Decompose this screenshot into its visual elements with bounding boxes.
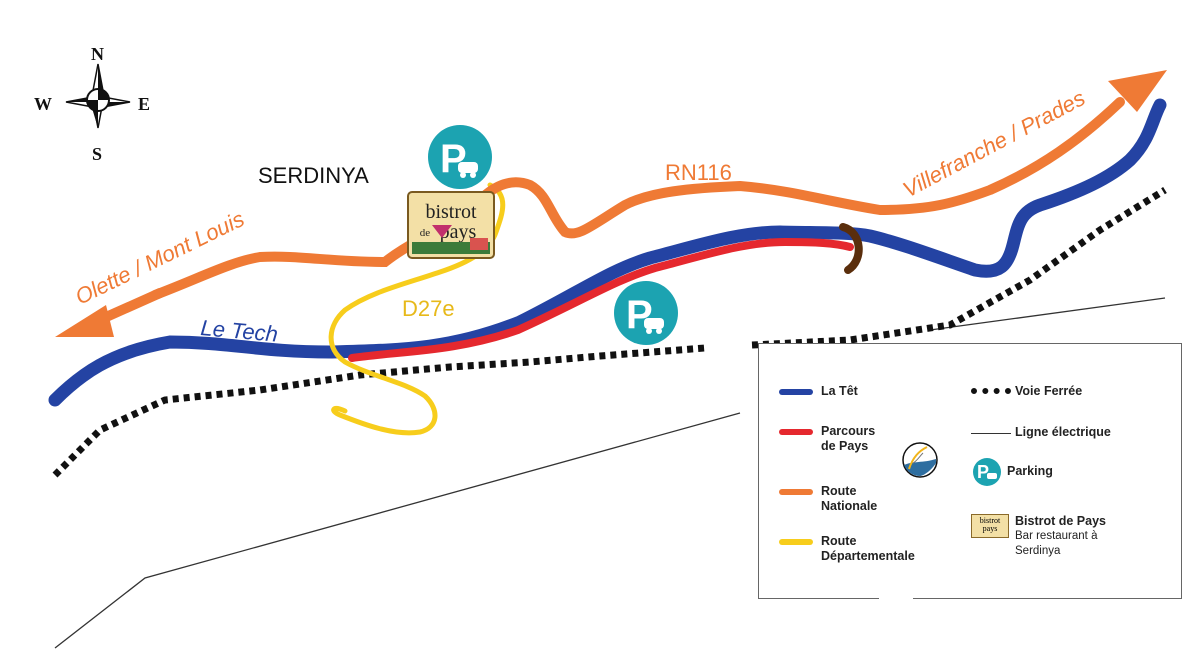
legend-label-bistrot: Bistrot de Pays [1015, 514, 1107, 528]
compass-rose: N S E W [34, 44, 150, 164]
parking-icon-village: P [428, 125, 492, 189]
legend-swatch-rn [779, 489, 813, 495]
label-rn116: RN116 [665, 160, 732, 185]
river-la-tet [48, 98, 1167, 407]
label-d27e: D27e [402, 296, 455, 321]
svg-text:bistrot: bistrot [425, 201, 477, 223]
route-rn116 [150, 97, 1125, 300]
legend-swatch-railway [971, 388, 1011, 394]
compass-west: W [34, 94, 52, 114]
legend-label-parking: Parking [1007, 464, 1053, 478]
legend-item-parcours: Parcours de Pays [779, 424, 875, 454]
legend-item-voie-ferree: Voie Ferrée [971, 384, 1082, 399]
hiking-trail-icon [902, 442, 938, 478]
compass-south: S [92, 144, 102, 164]
legend-parking-icon: P [973, 458, 1001, 486]
legend-swatch-river [779, 389, 813, 395]
map-legend: La Têt Parcours de Pays Route Nationale … [758, 343, 1182, 600]
legend-label-ligne-electrique: Ligne électrique [1015, 425, 1111, 439]
arrow-villefranche-head [1108, 70, 1167, 112]
legend-swatch-rd [779, 539, 813, 545]
legend-label-voie-ferree: Voie Ferrée [1015, 384, 1083, 398]
svg-text:de: de [420, 227, 431, 239]
bistrot-de-pays-sign: bistrot de pays [407, 191, 495, 259]
legend-label-route-departementale: Route Départementale [821, 534, 915, 563]
legend-item-route-nationale: Route Nationale [779, 484, 877, 514]
legend-swatch-power-line [971, 433, 1011, 434]
legend-item-route-departementale: Route Départementale [779, 534, 915, 564]
power-line-upper [929, 297, 1166, 331]
power-line-lower [54, 412, 741, 649]
town-label-serdinya: SERDINYA [258, 163, 369, 188]
tunnel-marker [839, 223, 863, 274]
railway-east [751, 187, 1167, 349]
svg-text:P: P [977, 462, 989, 482]
railway [52, 344, 706, 478]
legend-item-parking: P Parking [973, 458, 1053, 486]
legend-item-ligne-electrique: Ligne électrique [971, 425, 1111, 440]
compass-east: E [138, 94, 150, 114]
legend-label-la-tet: La Têt [821, 384, 858, 398]
compass-north: N [91, 44, 104, 64]
legend-item-la-tet: La Têt [779, 384, 858, 399]
legend-label-route-nationale: Route Nationale [821, 484, 878, 513]
arrow-olette-head [55, 305, 114, 337]
legend-swatch-parcours [779, 429, 813, 435]
parking-icon-river: P [614, 281, 678, 345]
legend-sublabel-bistrot: Bar restaurant à Serdinya [1015, 530, 1098, 557]
legend-label-parcours: Parcours de Pays [821, 424, 876, 453]
parcours-de-pays [348, 237, 854, 362]
